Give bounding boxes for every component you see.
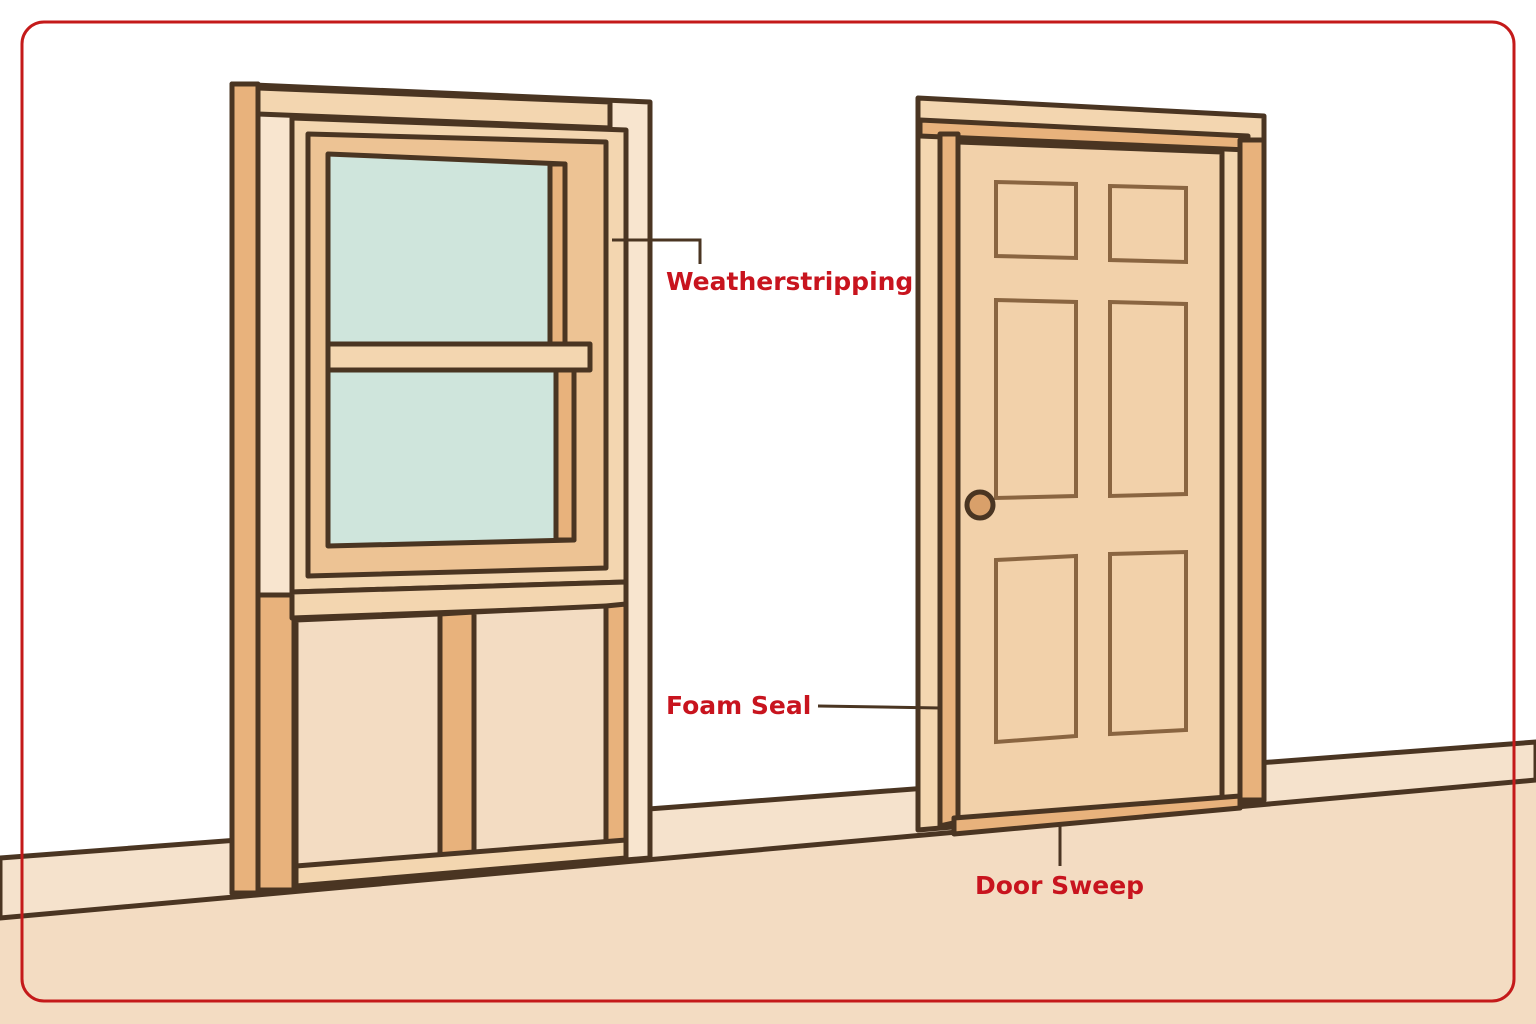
window-glass-lower <box>325 367 577 549</box>
window-lower-panel-right <box>471 603 609 863</box>
door <box>915 95 1267 837</box>
label-door-sweep: Door Sweep <box>975 871 1144 900</box>
weatherstripping-leader <box>612 238 702 264</box>
floor <box>0 780 1536 1024</box>
label-weatherstripping: Weatherstripping <box>666 267 913 296</box>
window <box>229 81 653 896</box>
foam-seal-strip <box>937 131 961 829</box>
window-glass-upper <box>325 151 568 347</box>
window-lower-panel-left <box>293 611 443 873</box>
frame-border <box>20 20 1516 1003</box>
label-foam-seal: Foam Seal <box>666 691 811 720</box>
door-knob <box>964 489 996 521</box>
foam-seal-leader <box>817 704 941 710</box>
door-sweep <box>951 793 1243 837</box>
